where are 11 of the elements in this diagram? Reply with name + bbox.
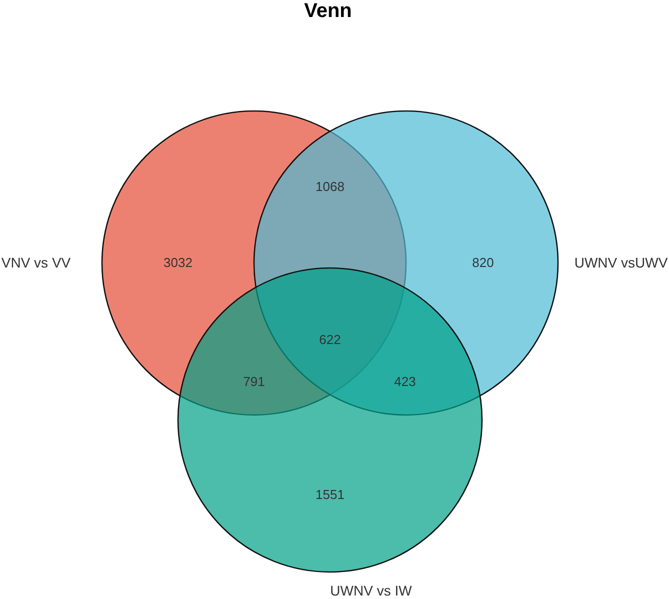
set-label: VNV vs VV	[1, 255, 71, 271]
count-label: 791	[243, 374, 265, 390]
count-label: 423	[394, 374, 416, 390]
count-label: 622	[319, 332, 341, 348]
count-label: 3032	[164, 256, 192, 270]
chart-title: Venn	[304, 0, 352, 22]
count-label: 1068	[316, 180, 344, 194]
set-label: UWNV vsUWV	[574, 255, 668, 271]
set-label: UWNV vs IW	[330, 583, 412, 599]
count-label: 820	[472, 256, 494, 270]
count-label: 1551	[316, 488, 344, 502]
